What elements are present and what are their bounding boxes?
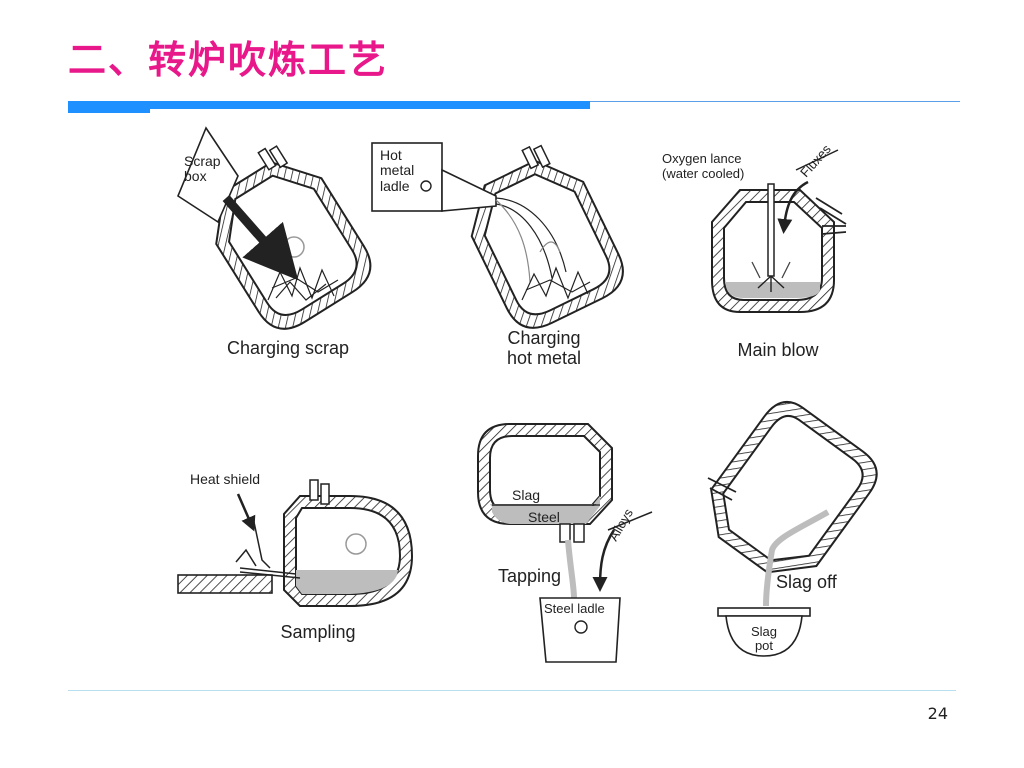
ladle-trunnion-circle: [574, 620, 588, 634]
ladle-label-line3: ladle: [380, 178, 410, 194]
steel-tapping-stream: [565, 539, 577, 599]
panel-charging-scrap: Scrap box Charging scrap: [177, 126, 372, 358]
scrap-box: [177, 126, 239, 224]
fluxes-label: Fluxes: [797, 141, 834, 180]
oxygen-lance: [751, 183, 791, 292]
flux-arrow: [777, 180, 809, 234]
steel-bath: [492, 506, 600, 524]
converter-vessel: [215, 145, 372, 330]
slide-title: 二、转炉吹炼工艺: [68, 38, 389, 82]
alloy-arrow: [592, 529, 616, 592]
title-underline-accent-left: [68, 101, 150, 113]
operating-platform: [177, 574, 273, 594]
panel-tapping: Slag Steel Alloys Steel ladle Tapping: [477, 423, 653, 663]
converter-vessel: [477, 423, 613, 543]
caption-main-blow: Main blow: [737, 340, 819, 360]
steel-ladle-label: Steel ladle: [544, 601, 605, 616]
caption-charging-scrap: Charging scrap: [227, 338, 349, 358]
ladle-label-line2: metal: [380, 162, 414, 178]
converter-vessel: [283, 479, 414, 607]
caption-charging-hot-metal-line2: hot metal: [507, 348, 581, 368]
caption-charging-hot-metal-line1: Charging: [507, 328, 580, 348]
steel-label: Steel: [528, 509, 560, 525]
slag-pot-label-line2: pot: [755, 638, 773, 653]
scrap-box-label-line2: box: [184, 168, 207, 184]
converter-vessel: [470, 144, 624, 329]
caption-sampling: Sampling: [280, 622, 355, 642]
scrap-pile: [521, 241, 591, 301]
page-number: 24: [927, 704, 948, 723]
title-underline-accent: [150, 101, 590, 109]
hot-metal-stream: [495, 197, 567, 283]
hot-metal-ladle: [371, 142, 497, 212]
trunnion-circle: [283, 236, 305, 258]
panel-sampling: Heat shield Sampling: [177, 471, 414, 642]
lance-label-line1: Oxygen lance: [662, 151, 742, 166]
caption-tapping: Tapping: [498, 566, 561, 586]
heat-shield: [235, 521, 301, 579]
panel-charging-hot-metal: Hot metal ladle Charging hot metal: [371, 142, 624, 368]
alloys-label: Alloys: [606, 506, 637, 544]
converter-vessel: [711, 189, 847, 313]
molten-bath: [726, 282, 820, 298]
flux-feed-line: [795, 149, 839, 171]
trunnion-circle: [345, 533, 367, 555]
caption-slag-off: Slag off: [776, 572, 838, 592]
ladle-label-line1: Hot: [380, 147, 402, 163]
heat-shield-arrow: [236, 493, 256, 532]
ladle-trunnion-circle: [420, 180, 432, 192]
lance-label-line2: (water cooled): [662, 166, 744, 181]
panel-main-blow: Oxygen lance (water cooled) Fluxes Main …: [662, 141, 847, 360]
slag-label: Slag: [512, 487, 540, 503]
panel-slag-off: Slag pot Slag off: [707, 400, 878, 657]
footer-divider: [68, 690, 956, 691]
scrap-chute-arrow: [222, 195, 299, 281]
slag-pot-label-line1: Slag: [751, 624, 777, 639]
alloy-feed-line: [607, 511, 653, 531]
slag-pot: [717, 607, 811, 657]
heat-shield-label: Heat shield: [190, 471, 260, 487]
steel-ladle: [539, 597, 621, 663]
slag-stream: [763, 509, 830, 607]
molten-bath: [296, 570, 398, 594]
scrap-box-label-line1: Scrap: [184, 153, 221, 169]
